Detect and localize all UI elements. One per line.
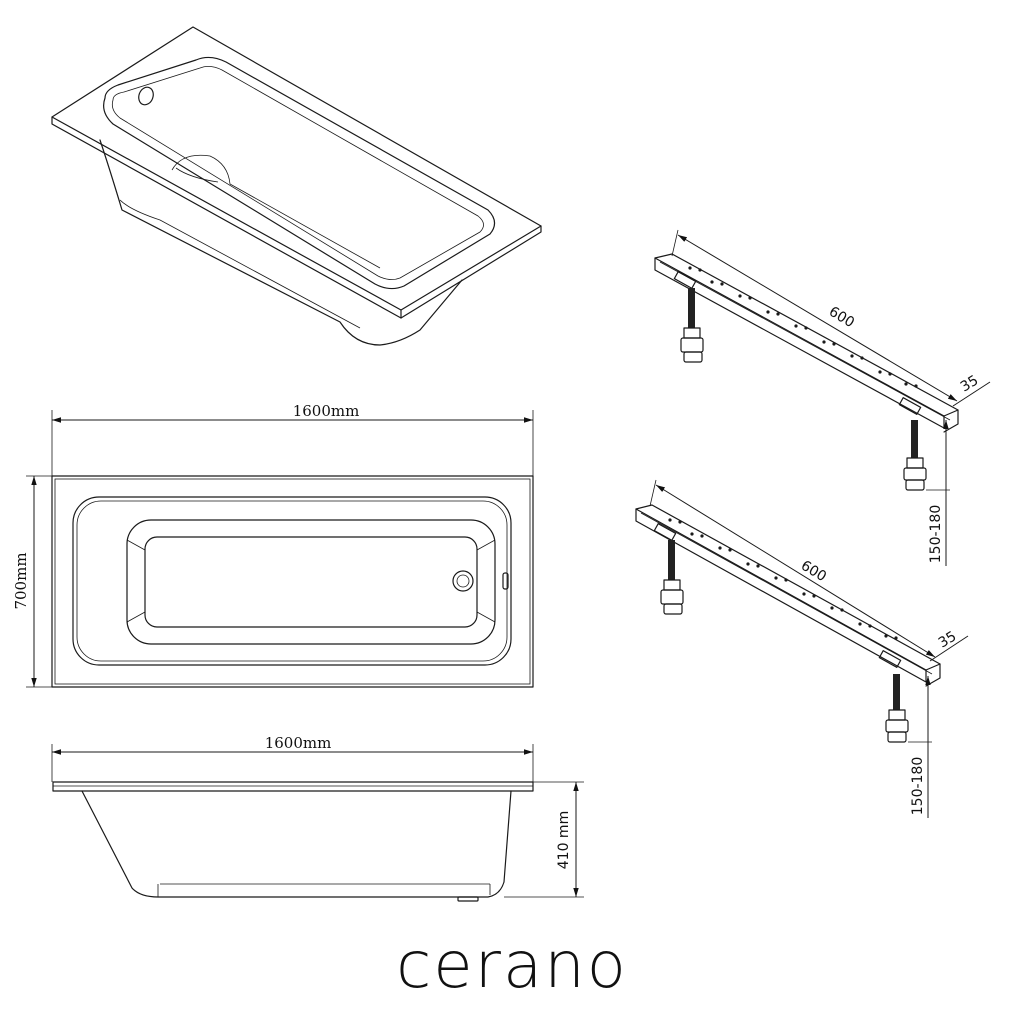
top-width-label: 700mm [12,552,30,609]
bathtub-isometric-view [51,26,542,346]
leg-1-length-label: 600 [826,304,857,331]
side-length-label: 1600mm [265,734,332,752]
support-leg-1: 600 35 [654,229,991,566]
leg-2-length-dimension-line [655,484,936,658]
brand-logo: cerano [396,929,628,1003]
drain-icon [452,570,474,592]
leg-1-mounting-holes [688,266,918,388]
leg-1-height-label: 150-180 [928,505,944,564]
top-length-label: 1600mm [293,402,360,420]
side-height-label: 410 mm [556,811,572,869]
leg-1-length-dimension-line [677,234,958,402]
leg-2-length-label: 600 [798,558,829,585]
leg-1-width-label: 35 [958,373,982,396]
support-leg-2: 600 35 150-180 [635,479,969,818]
bathtub-top-view: 1600mm 700mm [12,402,534,688]
leg-2-mounting-holes [668,518,898,640]
leg-2-width-label: 35 [936,629,960,652]
bathtub-side-view: 1600mm 410 mm [51,734,584,902]
leg-2-height-label: 150-180 [910,757,926,816]
